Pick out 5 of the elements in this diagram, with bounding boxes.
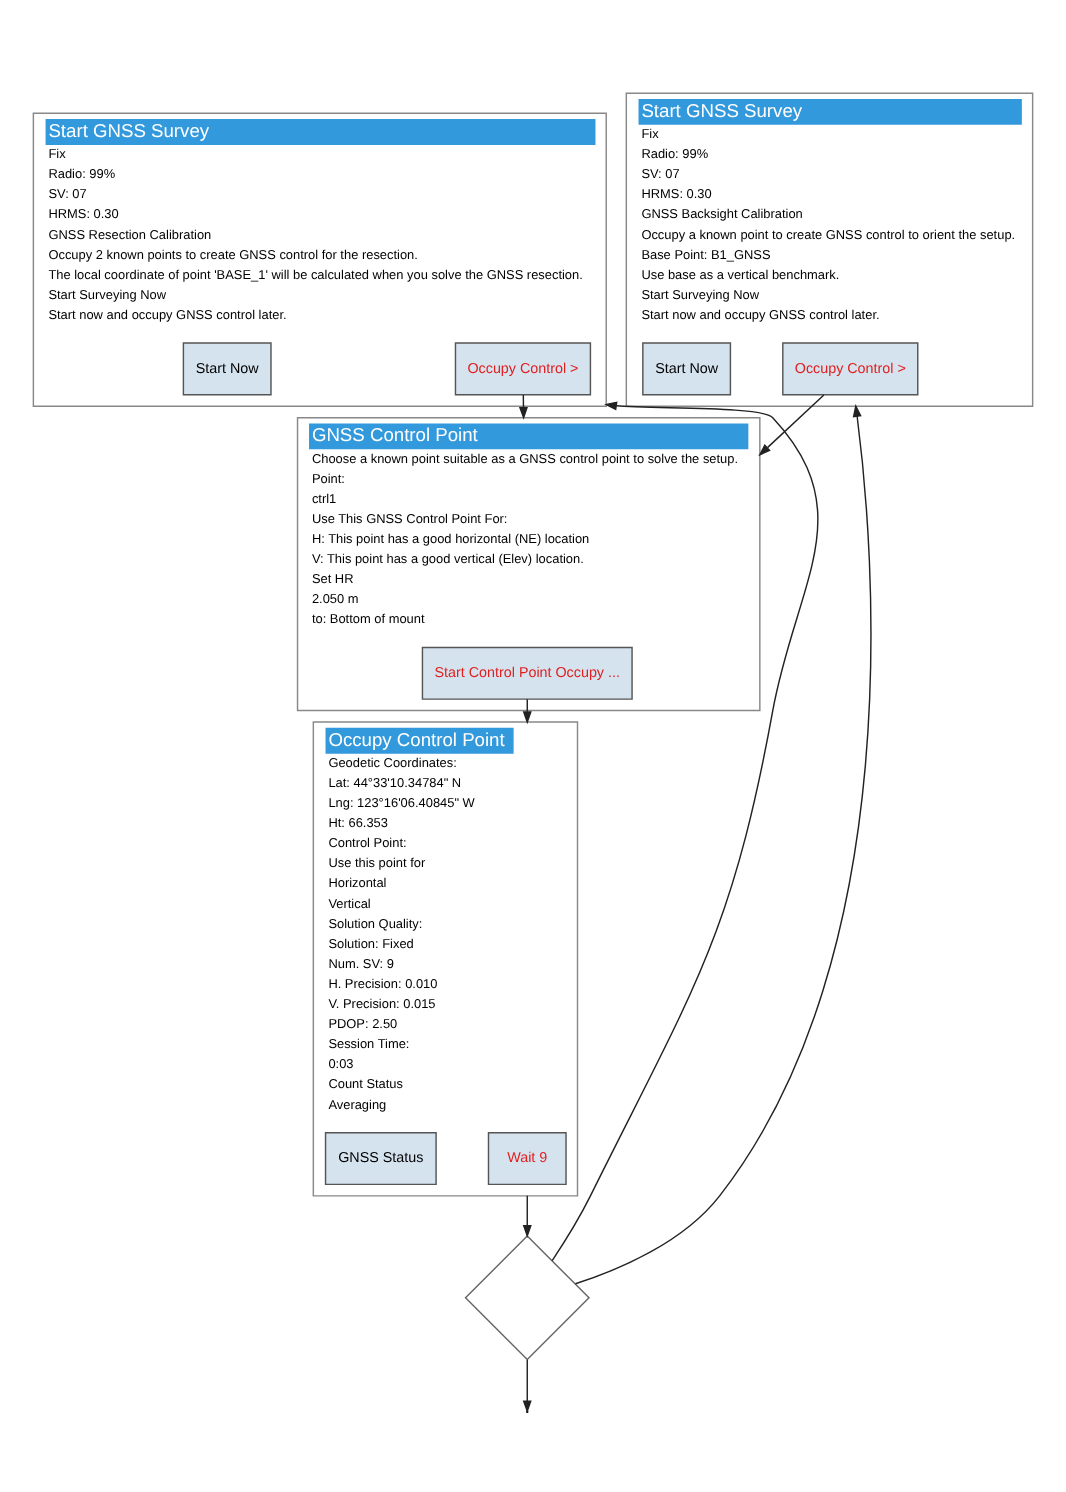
arrow [574, 403, 872, 1284]
node-diamond [464, 1234, 590, 1360]
arrow [551, 400, 819, 1261]
arrow [758, 393, 825, 456]
arrow [522, 1194, 532, 1237]
